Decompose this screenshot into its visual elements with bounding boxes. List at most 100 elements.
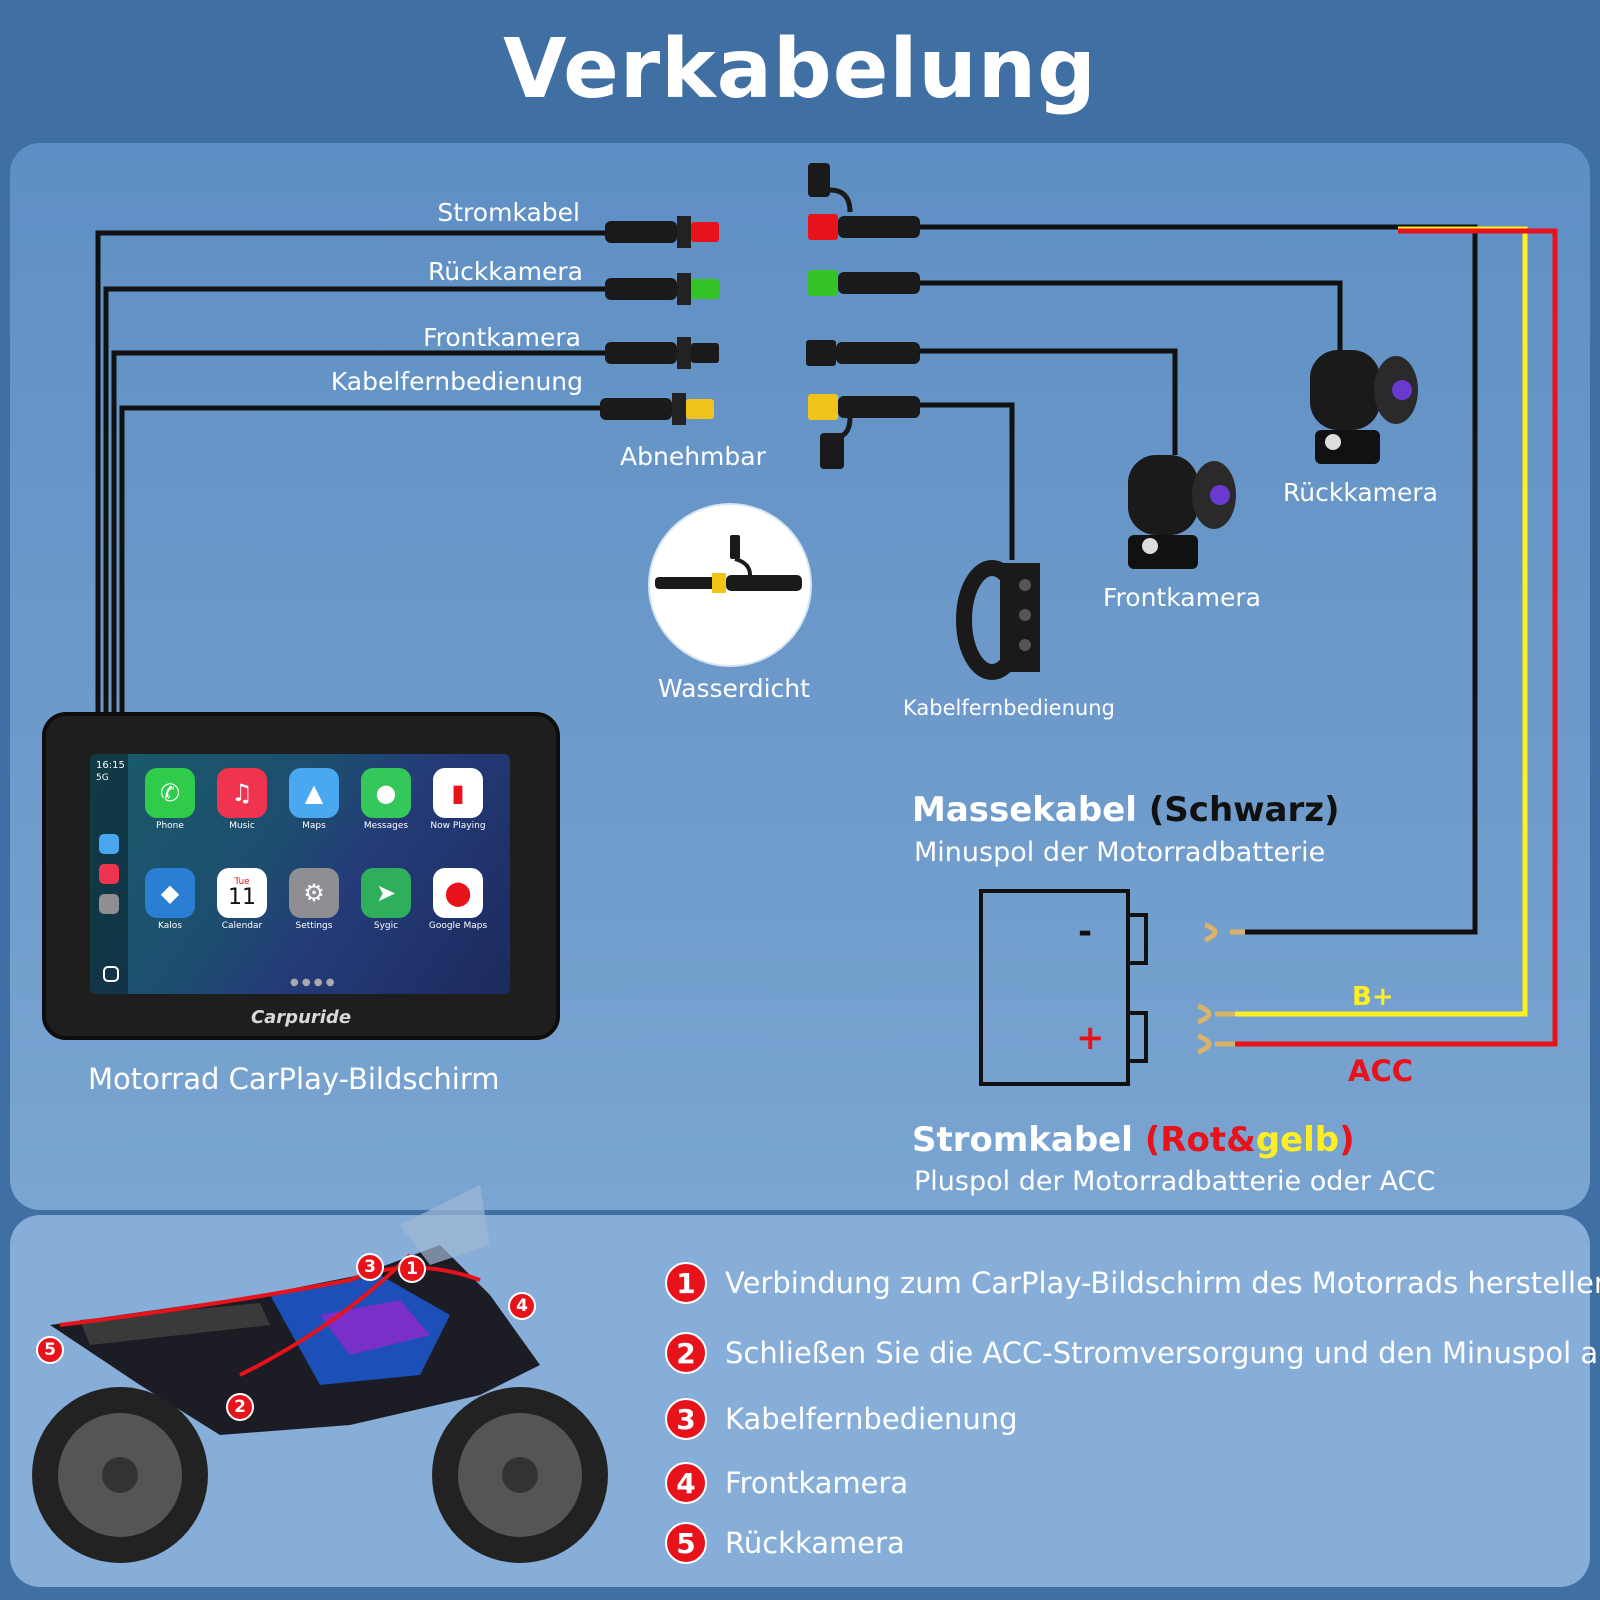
- app-label: Google Maps: [428, 921, 488, 931]
- wire-kabelfernbedienung: [119, 405, 600, 712]
- label-rear-camera-device: Rückkamera: [1283, 478, 1439, 507]
- rear-camera-illustration: [1310, 350, 1418, 464]
- step-number: 4: [665, 1462, 707, 1504]
- step-text: Frontkamera: [725, 1466, 909, 1500]
- status-network: 5G: [96, 773, 109, 783]
- app-phone[interactable]: ✆ Phone: [140, 768, 200, 831]
- label-kabelfernbedienung: Kabelfernbedienung: [330, 367, 583, 396]
- bike-marker-4: 4: [508, 1292, 536, 1320]
- google-maps-icon: ⬤: [433, 868, 483, 918]
- left-connector-stromkabel: [605, 221, 677, 243]
- app-label: Now Playing: [430, 821, 486, 831]
- app-messages[interactable]: ● Messages: [356, 768, 416, 831]
- label-rueckkamera: Rückkamera: [427, 257, 583, 286]
- left-tip-green: [691, 279, 719, 299]
- app-music[interactable]: ♫ Music: [212, 768, 272, 831]
- waterproof-connector-icon: [655, 535, 802, 593]
- step-3: 3 Kabelfernbedienung: [665, 1398, 1018, 1440]
- label-remote-device: Kabelfernbedienung: [903, 696, 1115, 720]
- step-1: 1 Verbindung zum CarPlay-Bildschirm des …: [665, 1262, 1600, 1304]
- remote-illustration: [956, 560, 1040, 680]
- music-icon: ♫: [217, 768, 267, 818]
- power-rot: Rot&: [1160, 1120, 1256, 1160]
- step-number: 5: [665, 1522, 707, 1564]
- app-label: Music: [229, 821, 255, 831]
- left-connectors: [600, 216, 719, 425]
- calendar-day: Tue: [234, 877, 250, 887]
- power-subtitle: Pluspol der Motorradbatterie oder ACC: [914, 1166, 1436, 1197]
- carplay-screen-device: 16:15 5G ✆ Phone ♫ Music ▲ Maps ● Messages ▮ Now …: [42, 712, 560, 1040]
- app-sygic[interactable]: ➤ Sygic: [356, 868, 416, 931]
- app-label: Kalos: [158, 921, 182, 931]
- dock-music-icon[interactable]: [99, 864, 119, 884]
- battery-illustration: [979, 889, 1148, 1086]
- battery-plus: +: [1076, 1018, 1105, 1058]
- bike-marker-5: 5: [36, 1336, 64, 1364]
- ring-terminals: [1197, 922, 1245, 1055]
- step-text: Kabelfernbedienung: [725, 1402, 1018, 1436]
- page-title: Verkabelung: [503, 22, 1097, 117]
- carplay-dock: 16:15 5G: [90, 754, 128, 994]
- power-paren-close: ): [1339, 1120, 1355, 1160]
- waterproof-inset: [648, 503, 812, 667]
- step-text: Schließen Sie die ACC-Stromversorgung un…: [725, 1336, 1600, 1370]
- step-text: Rückkamera: [725, 1526, 905, 1560]
- acc-label: ACC: [1348, 1054, 1414, 1088]
- app-google-maps[interactable]: ⬤ Google Maps: [428, 868, 488, 931]
- dock-maps-icon[interactable]: [99, 834, 119, 854]
- calendar-date: 11: [228, 885, 256, 910]
- maps-icon: ▲: [289, 768, 339, 818]
- app-label: Phone: [156, 821, 184, 831]
- app-label: Calendar: [221, 921, 263, 931]
- step-2: 2 Schließen Sie die ACC-Stromversorgung …: [665, 1332, 1600, 1374]
- ground-title-color: (Schwarz): [1148, 790, 1340, 830]
- label-front-camera-device: Frontkamera: [1103, 583, 1261, 612]
- label-frontkamera: Frontkamera: [423, 323, 581, 352]
- wire-rueckkamera: [103, 286, 605, 712]
- bike-marker-3: 3: [356, 1253, 384, 1281]
- front-camera-illustration: [1128, 455, 1236, 569]
- right-connectors: [806, 163, 920, 469]
- power-title-main: Stromkabel: [912, 1120, 1133, 1160]
- step-text: Verbindung zum CarPlay-Bildschirm des Mo…: [725, 1266, 1600, 1300]
- battery-minus: -: [1078, 912, 1093, 952]
- label-stromkabel: Stromkabel: [437, 198, 580, 227]
- app-label: Maps: [302, 821, 326, 831]
- bplus-label: B+: [1352, 982, 1394, 1012]
- app-maps[interactable]: ▲ Maps: [284, 768, 344, 831]
- left-connector-rueckkamera: [605, 278, 677, 300]
- left-connector-kabelfernbedienung: [600, 398, 672, 420]
- left-connector-frontkamera: [605, 342, 677, 364]
- now-playing-icon: ▮: [433, 768, 483, 818]
- wire-stromkabel: [95, 230, 605, 712]
- step-number: 2: [665, 1332, 707, 1374]
- screen-caption: Motorrad CarPlay-Bildschirm: [88, 1062, 500, 1096]
- step-number: 1: [665, 1262, 707, 1304]
- label-abnehmbar: Abnehmbar: [620, 442, 766, 471]
- ground-title: Massekabel (Schwarz): [912, 790, 1340, 830]
- label-wasserdicht: Wasserdicht: [658, 674, 810, 703]
- step-number: 3: [665, 1398, 707, 1440]
- device-wires: [920, 224, 1558, 1047]
- step-5: 5 Rückkamera: [665, 1522, 905, 1564]
- app-label: Sygic: [373, 921, 399, 931]
- app-kalos[interactable]: ◆ Kalos: [140, 868, 200, 931]
- app-settings[interactable]: ⚙Settings: [284, 868, 344, 931]
- ground-title-main: Massekabel: [912, 790, 1137, 830]
- power-gelb: gelb: [1255, 1120, 1340, 1160]
- phone-icon: ✆: [145, 768, 195, 818]
- kalos-icon: ◆: [145, 868, 195, 918]
- app-label: Settings: [295, 921, 333, 931]
- page-indicator: ● ● ● ●: [290, 977, 335, 988]
- messages-icon: ●: [361, 768, 411, 818]
- home-icon[interactable]: [103, 966, 119, 982]
- sygic-icon: ➤: [361, 868, 411, 918]
- bike-wiring-path: [59, 1265, 481, 1327]
- app-now-playing[interactable]: ▮ Now Playing: [428, 768, 488, 831]
- app-label: Messages: [363, 821, 409, 831]
- dock-settings-icon[interactable]: [99, 894, 119, 914]
- bplus-wire: [1235, 226, 1528, 1017]
